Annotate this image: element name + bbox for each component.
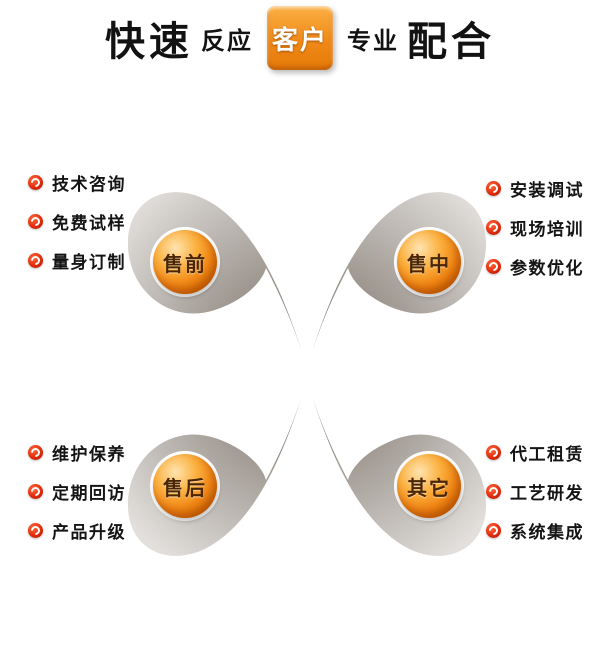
list-item: 维护保养 bbox=[28, 440, 126, 465]
ribbon-petal-bottom-left bbox=[127, 396, 302, 556]
node-other: 其它 bbox=[397, 454, 461, 518]
list-item: 技术咨询 bbox=[28, 170, 126, 195]
service-label: 免费试样 bbox=[52, 214, 126, 233]
node-other-label: 其它 bbox=[407, 477, 451, 500]
service-list-after-sale: 维护保养 定期回访 产品升级 bbox=[28, 440, 126, 557]
service-list-other: 代工租赁 工艺研发 系统集成 bbox=[486, 440, 584, 557]
node-in-sale-label: 售中 bbox=[407, 253, 451, 276]
service-label: 系统集成 bbox=[510, 523, 584, 542]
list-item: 量身订制 bbox=[28, 248, 126, 273]
headline-cooperate: 配合 bbox=[407, 19, 495, 64]
spiral-bullet-icon bbox=[28, 214, 43, 229]
node-in-sale: 售中 bbox=[397, 230, 461, 294]
list-item: 系统集成 bbox=[486, 518, 584, 543]
list-item: 工艺研发 bbox=[486, 479, 584, 504]
service-list-in-sale: 安装调试 现场培训 参数优化 bbox=[486, 176, 584, 293]
service-list-pre-sale: 技术咨询 免费试样 量身订制 bbox=[28, 170, 126, 287]
service-label: 现场培训 bbox=[510, 220, 584, 239]
service-label: 量身订制 bbox=[52, 253, 126, 272]
service-label: 参数优化 bbox=[510, 259, 584, 278]
center-node-label: 客户 bbox=[271, 25, 328, 55]
list-item: 安装调试 bbox=[486, 176, 584, 201]
list-item: 免费试样 bbox=[28, 209, 126, 234]
headline-response: 反应 bbox=[201, 28, 253, 55]
spiral-bullet-icon bbox=[28, 175, 43, 190]
list-item: 产品升级 bbox=[28, 518, 126, 543]
ribbon-petal-bottom-right bbox=[312, 396, 487, 556]
headline-row: 快速 反应 客户 专业 配合 bbox=[0, 0, 600, 76]
spiral-bullet-icon bbox=[28, 523, 43, 538]
service-label: 安装调试 bbox=[510, 181, 584, 200]
service-label: 定期回访 bbox=[52, 484, 126, 503]
spiral-bullet-icon bbox=[486, 523, 501, 538]
list-item: 现场培训 bbox=[486, 215, 584, 240]
service-label: 工艺研发 bbox=[510, 484, 584, 503]
list-item: 参数优化 bbox=[486, 254, 584, 279]
service-label: 产品升级 bbox=[52, 523, 126, 542]
node-after-sale: 售后 bbox=[153, 454, 217, 518]
node-pre-sale: 售前 bbox=[153, 230, 217, 294]
spiral-bullet-icon bbox=[486, 484, 501, 499]
list-item: 定期回访 bbox=[28, 479, 126, 504]
ribbon-petal-top-left bbox=[127, 192, 302, 352]
spiral-bullet-icon bbox=[486, 445, 501, 460]
service-label: 代工租赁 bbox=[510, 445, 584, 464]
spiral-bullet-icon bbox=[28, 484, 43, 499]
spiral-bullet-icon bbox=[486, 220, 501, 235]
node-pre-sale-label: 售前 bbox=[163, 253, 207, 276]
spiral-bullet-icon bbox=[28, 445, 43, 460]
ribbon-petal-top-right bbox=[312, 192, 487, 352]
service-label: 技术咨询 bbox=[52, 175, 126, 194]
service-label: 维护保养 bbox=[52, 445, 126, 464]
headline-professional: 专业 bbox=[347, 28, 399, 55]
spiral-bullet-icon bbox=[486, 259, 501, 274]
node-after-sale-label: 售后 bbox=[163, 477, 207, 500]
headline-fast: 快速 bbox=[105, 19, 193, 64]
spiral-bullet-icon bbox=[486, 181, 501, 196]
list-item: 代工租赁 bbox=[486, 440, 584, 465]
spiral-bullet-icon bbox=[28, 253, 43, 268]
center-node: 客户 bbox=[267, 6, 333, 70]
